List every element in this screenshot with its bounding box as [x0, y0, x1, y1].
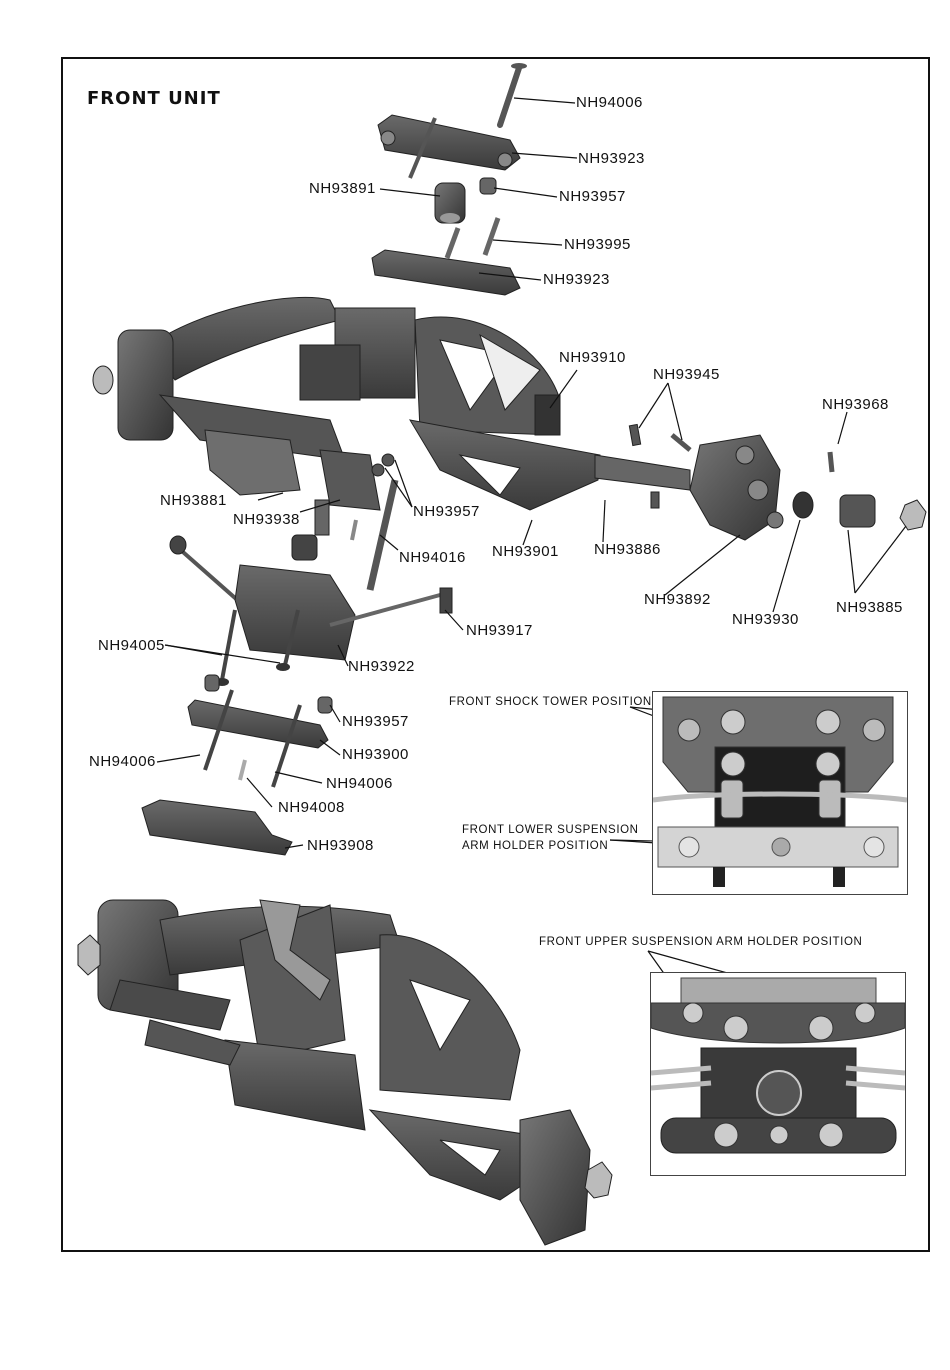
- part-label-nh93910: NH93910: [559, 349, 626, 366]
- screws-nh93995: [444, 217, 501, 259]
- part-label-nh94006-top: NH94006: [576, 94, 643, 111]
- part-label-nh93995: NH93995: [564, 236, 631, 253]
- part-label-nh93881: NH93881: [160, 492, 227, 509]
- part-label-nh94006-right: NH94006: [326, 775, 393, 792]
- part-label-nh93938: NH93938: [233, 511, 300, 528]
- inset-shock-tower-art: [653, 692, 907, 894]
- inset-shock-tower-view: [652, 691, 908, 895]
- part-label-nh94005: NH94005: [98, 637, 165, 654]
- caption-lower-arm-holder-line1: FRONT LOWER SUSPENSION: [462, 824, 639, 836]
- part-label-nh93930: NH93930: [732, 611, 799, 628]
- part-label-nh94006-left: NH94006: [89, 753, 156, 770]
- part-label-nh93957-mid: NH93957: [413, 503, 480, 520]
- caption-upper-arm-holder-position: FRONT UPPER SUSPENSION ARM HOLDER POSITI…: [539, 936, 863, 948]
- part-label-nh93957-low: NH93957: [342, 713, 409, 730]
- leader-lines: [156, 97, 907, 849]
- arm-holder-lower: [371, 249, 521, 296]
- part-label-nh93922: NH93922: [348, 658, 415, 675]
- part-label-nh93968: NH93968: [822, 396, 889, 413]
- part-label-nh93957-top: NH93957: [559, 188, 626, 205]
- inset-upper-arm-view: [650, 972, 906, 1176]
- part-label-nh93886: NH93886: [594, 541, 661, 558]
- bushing-nh93957-top: [479, 177, 497, 195]
- part-label-nh93885: NH93885: [836, 599, 903, 616]
- part-label-nh93891: NH93891: [309, 180, 376, 197]
- lower-holder-group: [141, 674, 333, 856]
- part-label-nh93945: NH93945: [653, 366, 720, 383]
- part-label-nh93923-lower: NH93923: [543, 271, 610, 288]
- part-label-nh93901: NH93901: [492, 543, 559, 560]
- part-nh93891: [434, 182, 466, 224]
- screw-nh94006-top: [497, 63, 527, 128]
- main-assembly: [92, 297, 927, 591]
- servo-assembly: [169, 535, 453, 686]
- caption-shock-tower-position: FRONT SHOCK TOWER POSITION: [449, 696, 652, 708]
- part-label-nh93908: NH93908: [307, 837, 374, 854]
- part-label-nh93892: NH93892: [644, 591, 711, 608]
- page-title: FRONT UNIT: [87, 88, 221, 109]
- part-label-nh93923-upper: NH93923: [578, 150, 645, 167]
- caption-lower-arm-holder-line2: ARM HOLDER POSITION: [462, 840, 609, 852]
- inset-upper-arm-art: [651, 973, 905, 1175]
- part-label-nh93900: NH93900: [342, 746, 409, 763]
- part-label-nh94016: NH94016: [399, 549, 466, 566]
- part-label-nh93917: NH93917: [466, 622, 533, 639]
- part-label-nh94008: NH94008: [278, 799, 345, 816]
- assembled-view: [77, 899, 613, 1246]
- arm-holder-upper: [377, 114, 521, 179]
